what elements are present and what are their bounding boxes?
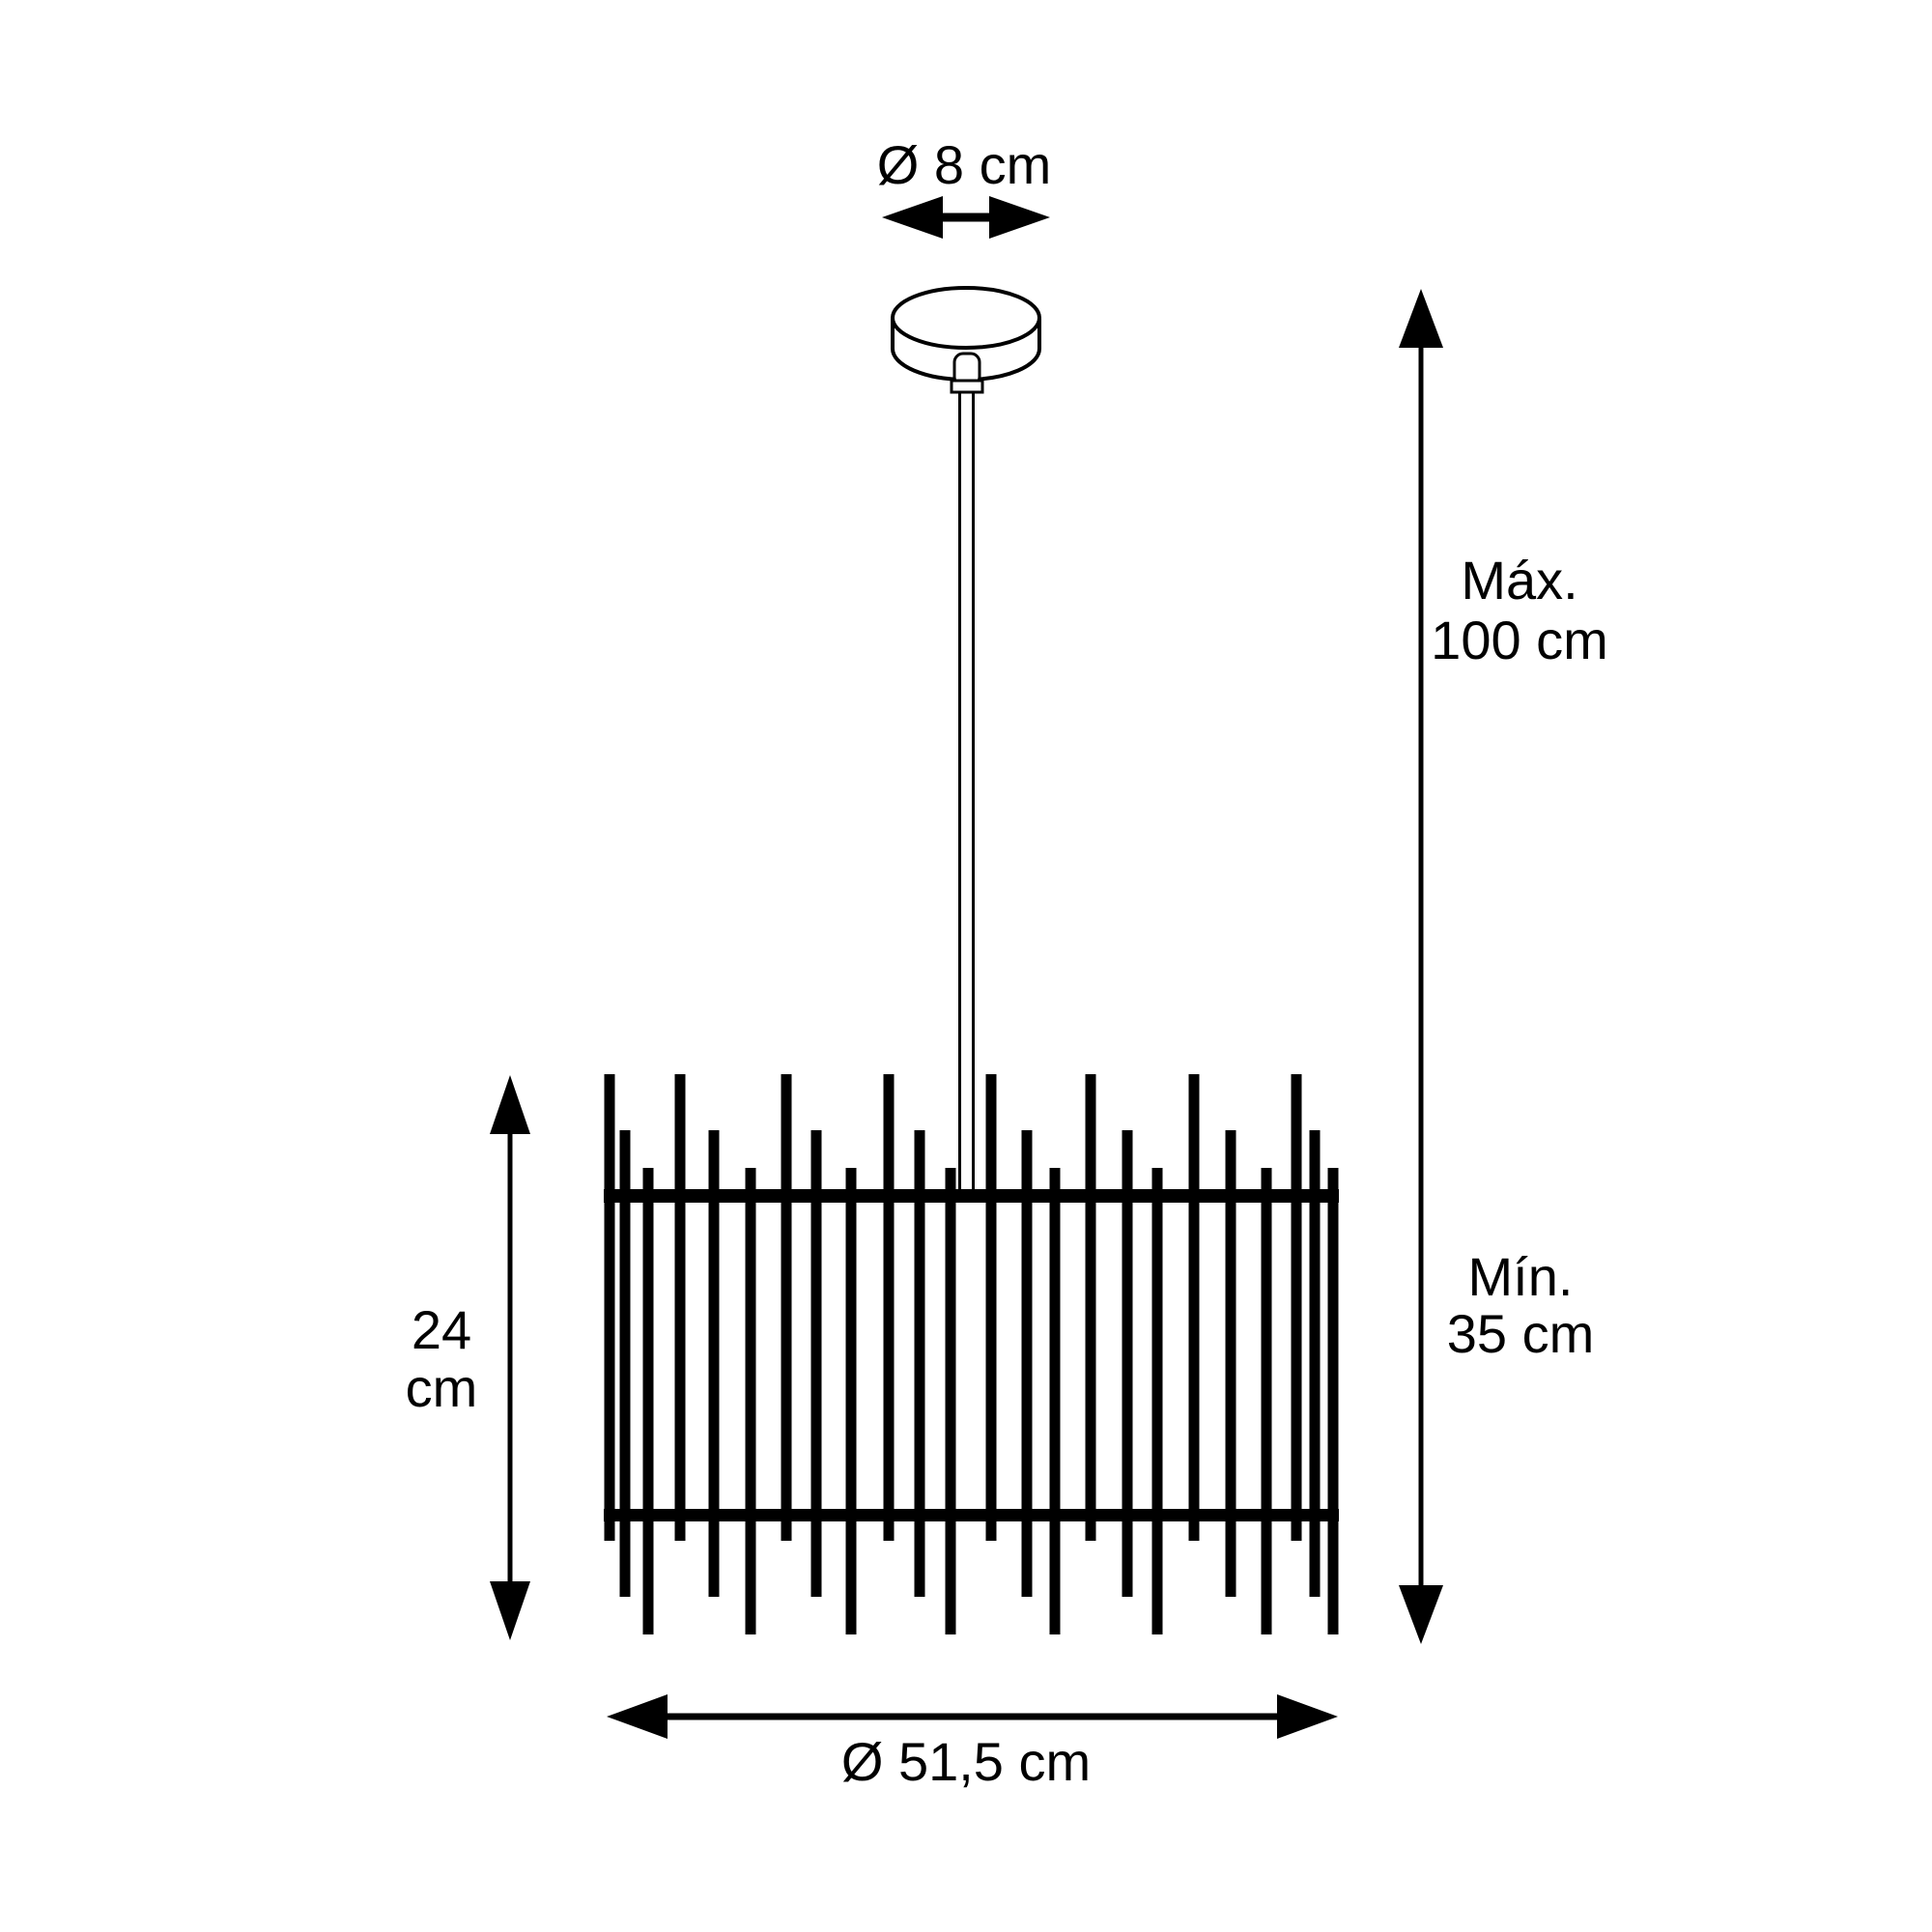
cord-grip-collar xyxy=(950,379,984,394)
shade-bar xyxy=(1049,1168,1061,1634)
shade-bar xyxy=(810,1130,822,1597)
shade-bar xyxy=(985,1074,997,1541)
shade-bar xyxy=(945,1168,956,1634)
arrow-up-icon xyxy=(490,1075,530,1134)
shade-diameter-arrow xyxy=(607,1694,1338,1739)
shade-bar xyxy=(1309,1130,1321,1597)
shade-bar xyxy=(674,1074,686,1541)
arrow-up-icon xyxy=(1399,289,1443,348)
shade-bar xyxy=(604,1074,615,1541)
shade-bar xyxy=(1021,1130,1033,1597)
shade-bar xyxy=(1225,1130,1236,1597)
canopy-top-ellipse xyxy=(891,286,1041,350)
shade-bar xyxy=(914,1130,925,1597)
shade-top-rim xyxy=(604,1189,1339,1203)
shade-bar xyxy=(708,1130,720,1597)
shade-bars xyxy=(604,1074,1339,1634)
shade-height-arrow xyxy=(490,1075,530,1640)
canopy-diameter-arrow xyxy=(882,196,1050,239)
shade-diameter-label: Ø 51,5 cm xyxy=(841,1731,1091,1792)
arrow-right-icon xyxy=(1277,1694,1338,1739)
arrow-right-icon xyxy=(989,196,1050,239)
canopy-diameter-label: Ø 8 cm xyxy=(877,134,1051,195)
overall-height-arrow xyxy=(1399,289,1443,1644)
cord-grip xyxy=(950,352,984,394)
arrow-down-icon xyxy=(1399,1585,1443,1644)
suspension-rod xyxy=(958,388,975,1193)
shade-bar xyxy=(619,1130,631,1597)
shade-bar xyxy=(1188,1074,1200,1541)
arrow-left-icon xyxy=(607,1694,668,1739)
arrow-down-icon xyxy=(490,1581,530,1640)
shade-bar xyxy=(1261,1168,1272,1634)
shade-bar xyxy=(745,1168,756,1634)
shade-bar xyxy=(642,1168,654,1634)
shade-bar xyxy=(1151,1168,1163,1634)
shade-bar xyxy=(883,1074,895,1541)
shade-height-value: 24 xyxy=(412,1299,471,1360)
shade-height-unit: cm xyxy=(406,1357,478,1418)
shade-bar xyxy=(1291,1074,1302,1541)
max-height-label: Máx. xyxy=(1461,550,1577,611)
min-height-value: 35 cm xyxy=(1447,1303,1595,1364)
min-height-label: Mín. xyxy=(1468,1246,1574,1307)
shade-bar xyxy=(1327,1168,1339,1634)
shade-bottom-rim xyxy=(604,1509,1339,1521)
shade-bar xyxy=(1085,1074,1096,1541)
shade-bar xyxy=(845,1168,857,1634)
shade-bar xyxy=(781,1074,792,1541)
max-height-value: 100 cm xyxy=(1431,610,1608,670)
arrow-left-icon xyxy=(882,196,943,239)
shade-bar xyxy=(1122,1130,1133,1597)
